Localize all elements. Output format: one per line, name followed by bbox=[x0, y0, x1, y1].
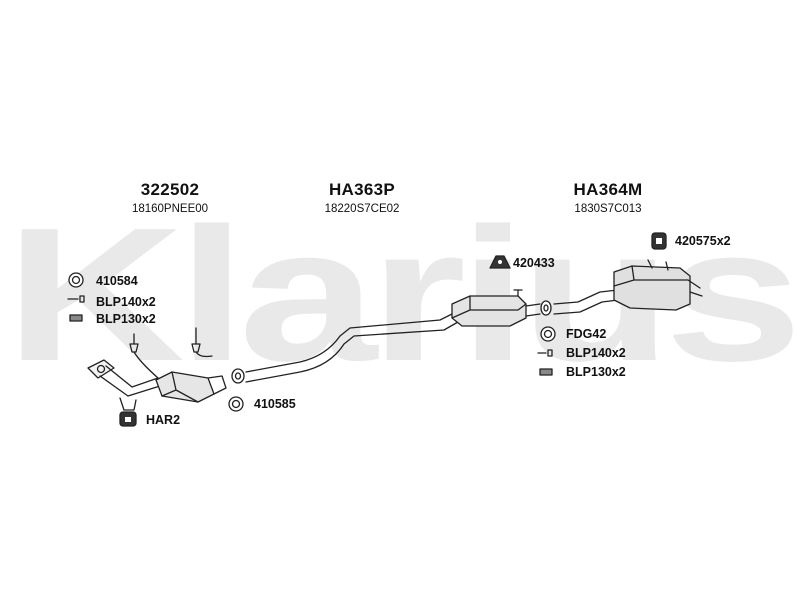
part-label-blp130-left: BLP130x2 bbox=[96, 312, 156, 326]
lambda-sensor-icon bbox=[191, 327, 213, 358]
part-label-har2: HAR2 bbox=[146, 413, 181, 427]
section-oem-number: 1830S7C013 bbox=[574, 203, 642, 215]
rear-pipe-icon bbox=[553, 289, 619, 315]
front-pipe-icon bbox=[99, 365, 161, 397]
rubber-420433-icon bbox=[489, 255, 511, 269]
middle-silencer-icon bbox=[451, 289, 527, 327]
section-code: 322502 bbox=[140, 180, 200, 199]
join-gasket-icon bbox=[231, 368, 245, 384]
part-label-420575: 420575x2 bbox=[675, 234, 731, 248]
section-front-pipe: 322502 18160PNEE00 bbox=[90, 180, 250, 215]
part-label-blp130-right: BLP130x2 bbox=[566, 365, 626, 379]
section-code: HA363P bbox=[328, 180, 396, 199]
catalytic-converter-icon bbox=[155, 371, 227, 403]
hanger-har2-icon bbox=[119, 411, 137, 427]
part-label-420433: 420433 bbox=[513, 256, 555, 270]
front-bracket-icon bbox=[119, 397, 137, 411]
middle-rear-gasket-icon bbox=[540, 300, 552, 316]
part-label-410585: 410585 bbox=[254, 397, 296, 411]
part-label-fdg42: FDG42 bbox=[566, 327, 607, 341]
section-oem-number: 18160PNEE00 bbox=[131, 203, 209, 215]
gasket-410584-icon bbox=[68, 272, 84, 288]
gasket-fdg42-icon bbox=[540, 326, 556, 342]
front-flange-icon bbox=[87, 359, 115, 379]
clamp-blp140-icon bbox=[537, 349, 553, 357]
section-rear-silencer: HA364M 1830S7C013 bbox=[528, 180, 688, 215]
part-label-blp140-left: BLP140x2 bbox=[96, 295, 156, 309]
rear-silencer-icon bbox=[613, 259, 691, 311]
rubber-420575-icon bbox=[651, 232, 667, 250]
part-label-blp140-right: BLP140x2 bbox=[566, 346, 626, 360]
section-middle-silencer: HA363P 18220S7CE02 bbox=[282, 180, 442, 215]
ring-410585-icon bbox=[228, 396, 244, 412]
clamp-blp130-icon bbox=[69, 314, 83, 322]
intermediate-pipe-icon bbox=[245, 311, 459, 383]
clamp-blp130-icon bbox=[539, 368, 553, 376]
middle-outlet-pipe-icon bbox=[525, 303, 541, 317]
tail-pipe-icon bbox=[687, 279, 703, 297]
section-code: HA364M bbox=[573, 180, 643, 199]
lambda-sensor-icon bbox=[129, 333, 159, 379]
part-label-410584: 410584 bbox=[96, 274, 138, 288]
clamp-blp140-icon bbox=[67, 295, 85, 303]
section-oem-number: 18220S7CE02 bbox=[324, 203, 400, 215]
